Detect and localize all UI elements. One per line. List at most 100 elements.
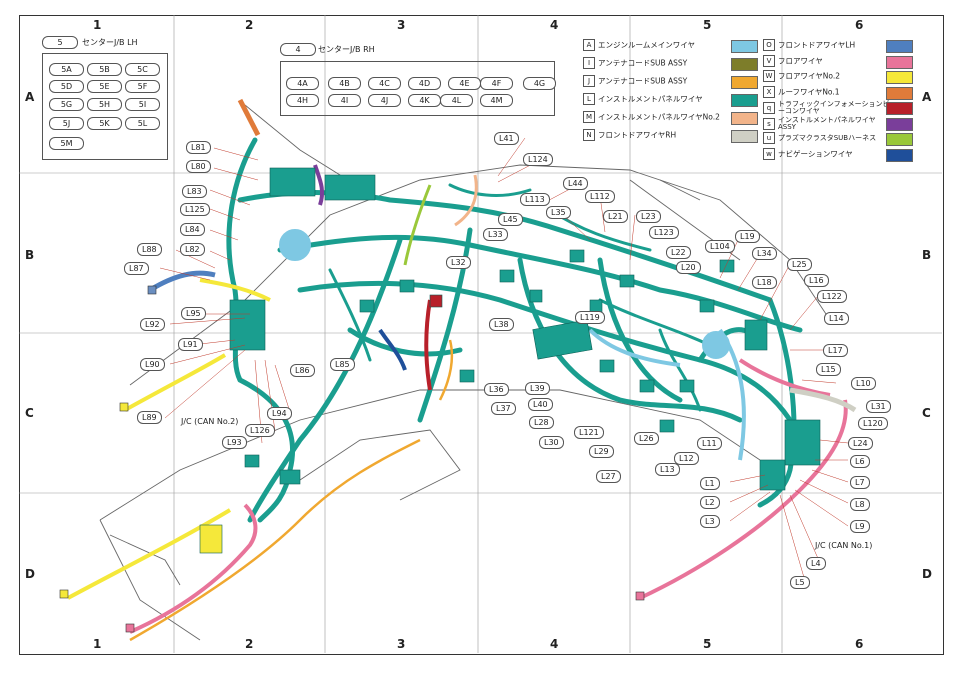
connector-label: L82 <box>180 243 205 256</box>
grid-row-right-a: A <box>922 90 932 104</box>
jb-lh-connector: 5C <box>125 63 160 76</box>
connector-label: L40 <box>528 398 553 411</box>
jb-lh-connector: 5I <box>125 98 160 111</box>
jc-can1-caption: J/C (CAN No.1) <box>815 541 873 550</box>
connector-label: L13 <box>655 463 680 476</box>
connector-label: L26 <box>634 432 659 445</box>
legend-key: M <box>583 111 595 123</box>
jb-rh-number: 4 <box>280 43 316 56</box>
harness-ends <box>59 285 645 633</box>
connector-label: L2 <box>700 496 720 509</box>
jb-rh-connector: 4L <box>440 94 473 107</box>
connector-label: L5 <box>790 576 810 589</box>
legend-text: トラフィックインフォメーションビーコンワイヤ <box>778 100 890 115</box>
jb-lh-connector: 5H <box>87 98 122 111</box>
floor-wire-no2 <box>67 278 271 600</box>
connector-label: L17 <box>823 344 848 357</box>
connector-label: L123 <box>649 226 679 239</box>
legend-key: W <box>763 70 775 82</box>
grid-lines <box>19 15 942 653</box>
connector-label: L29 <box>589 445 614 458</box>
legend-text: インストルメントパネルワイヤNo.2 <box>598 112 720 122</box>
jb-lh-connector: 5E <box>87 80 122 93</box>
connector-label: L39 <box>525 382 550 395</box>
connector-label: L1 <box>700 477 720 490</box>
connector-label: L24 <box>848 437 873 450</box>
legend-color-swatch <box>731 112 758 125</box>
floor-wire <box>129 358 848 634</box>
connector-label: L4 <box>806 557 826 570</box>
jb-lh-connector: 5A <box>49 63 84 76</box>
legend-text: フロアワイヤ <box>778 56 823 65</box>
legend-key: O <box>763 39 775 51</box>
legend-key: J <box>583 75 595 87</box>
jb-rh-connector: 4I <box>328 94 361 107</box>
leader-lines <box>159 137 849 582</box>
connector-label: L12 <box>674 452 699 465</box>
connector-label: L28 <box>529 416 554 429</box>
legend-color-swatch <box>886 71 913 84</box>
connector-label: L87 <box>124 262 149 275</box>
legend-color-swatch <box>731 58 758 71</box>
connector-label: L81 <box>186 141 211 154</box>
legend-color-swatch <box>886 86 913 100</box>
jb-lh-box <box>42 53 168 160</box>
jb-rh-connector: 4A <box>286 77 319 90</box>
roof-wire <box>237 98 261 137</box>
legend-key: w <box>763 147 775 160</box>
engine-room-main-wire <box>279 229 746 461</box>
connector-label: L112 <box>585 190 615 203</box>
connector-label: L104 <box>705 240 735 253</box>
connector-label: L88 <box>137 243 162 256</box>
jb-rh-connector: 4H <box>286 94 319 107</box>
grid-row-right-c: C <box>922 406 931 420</box>
legend-text: ナビゲーションワイヤ <box>778 149 853 158</box>
jb-rh-connector: 4K <box>408 94 441 107</box>
jb-rh-box <box>280 61 555 116</box>
jb-lh-number: 5 <box>42 36 78 49</box>
jc-can2-caption: J/C (CAN No.2) <box>181 417 239 426</box>
jb-rh-connector: 4F <box>480 77 513 90</box>
jb-rh-connector: 4C <box>368 77 401 90</box>
connector-label: L22 <box>666 246 691 259</box>
instrument-panel-wire-no2 <box>454 174 478 227</box>
connector-blocks <box>199 167 821 554</box>
connector-label: L90 <box>140 358 165 371</box>
connector-label: L91 <box>178 338 203 351</box>
jb-lh-connector: 5F <box>125 80 160 93</box>
connector-label: L3 <box>700 515 720 528</box>
beacon-wire <box>424 299 432 391</box>
grid-col-bottom-6: 6 <box>855 637 864 651</box>
jb-rh-connector: 4D <box>408 77 441 90</box>
connector-label: L33 <box>483 228 508 241</box>
grid-row-right-b: B <box>922 248 932 262</box>
grid-col-bottom-2: 2 <box>245 637 254 651</box>
grid-col-top-6: 6 <box>855 18 864 32</box>
connector-label: L44 <box>563 177 588 190</box>
connector-label: L31 <box>866 400 891 413</box>
legend-text: インストルメントパネルワイヤASSY <box>778 115 876 131</box>
plasmacluster-harness <box>403 184 432 266</box>
front-door-wire-lh <box>148 270 216 293</box>
navigation-wire <box>378 328 407 371</box>
legend-color-swatch <box>886 55 913 69</box>
jb-rh-connector: 4E <box>448 77 481 90</box>
legend-color-swatch <box>731 40 758 53</box>
legend-color-swatch <box>731 94 758 107</box>
grid-row-right-d: D <box>922 567 932 581</box>
connector-label: L121 <box>574 426 604 439</box>
jb-rh-connector: 4J <box>368 94 401 107</box>
grid-col-top-2: 2 <box>245 18 254 32</box>
grid-col-top-1: 1 <box>93 18 102 32</box>
jb-lh-connector: 5J <box>49 117 84 130</box>
connector-label: L125 <box>180 203 210 216</box>
connector-label: L11 <box>697 437 722 450</box>
connector-label: L113 <box>520 193 550 206</box>
legend-key: X <box>763 85 775 98</box>
